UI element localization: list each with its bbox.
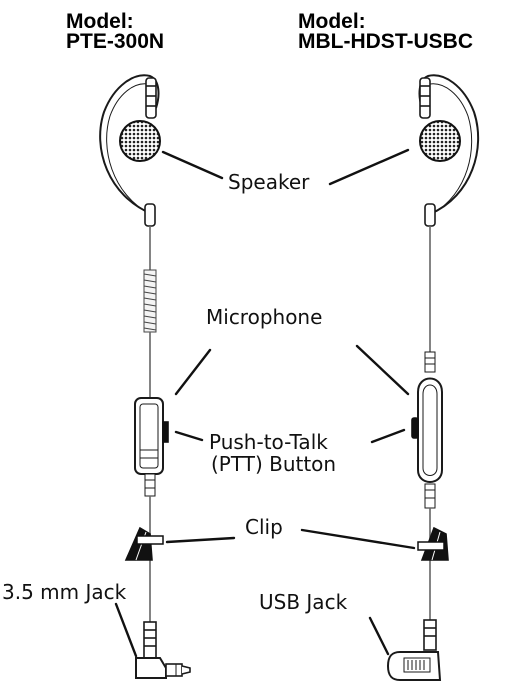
ptt-label-line1: Push-to-Talk: [209, 430, 328, 454]
clip-leader-right: [300, 528, 416, 550]
left-model-heading: Model: PTE-300N: [66, 10, 165, 53]
left-coil-cable: [143, 269, 157, 333]
left-headset: [99, 74, 191, 679]
microphone-leader-right: [355, 344, 410, 396]
left-jack-label: 3.5 mm Jack: [2, 580, 127, 604]
left-speaker: [119, 120, 161, 162]
right-model-name: MBL-HDST-USBC: [298, 30, 473, 53]
right-speaker: [419, 120, 461, 162]
microphone-leader-left: [174, 348, 212, 396]
left-3-5mm-jack: [135, 621, 191, 679]
right-model-heading: Model: MBL-HDST-USBC: [298, 10, 473, 53]
left-jack-leader: [114, 602, 138, 658]
right-clip: [417, 526, 449, 561]
right-model-prefix: Model:: [298, 10, 366, 33]
ptt-leader-right: [370, 428, 406, 444]
callout-leaders: [114, 148, 416, 658]
left-model-name: PTE-300N: [66, 30, 165, 53]
left-ptt-box: [134, 397, 169, 475]
ptt-label: Push-to-Talk (PTT) Button: [209, 431, 336, 475]
left-ear-hook: [99, 74, 160, 215]
left-model-prefix: Model:: [66, 10, 134, 33]
speaker-leader-left: [161, 150, 224, 180]
clip-label: Clip: [245, 515, 283, 539]
speaker-label: Speaker: [228, 170, 310, 194]
left-clip: [124, 526, 164, 561]
microphone-label: Microphone: [206, 305, 323, 329]
right-usb-jack: [386, 619, 442, 681]
right-jack-leader: [368, 616, 390, 656]
clip-leader-left: [165, 536, 236, 544]
right-jack-label: USB Jack: [259, 590, 348, 614]
right-headset: [386, 74, 480, 681]
ptt-leader-left: [174, 430, 204, 442]
right-ptt-box: [411, 377, 443, 483]
speaker-leader-right: [328, 148, 410, 186]
ptt-label-line2: (PTT) Button: [211, 452, 337, 476]
